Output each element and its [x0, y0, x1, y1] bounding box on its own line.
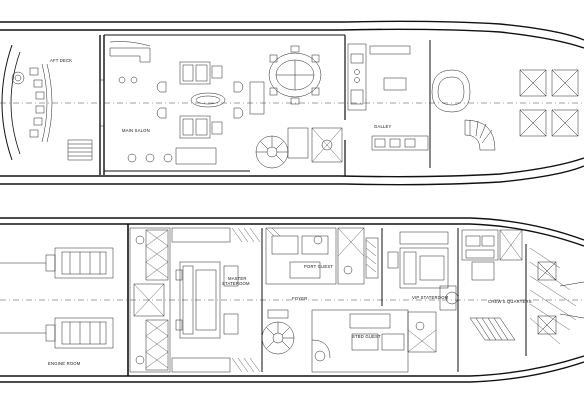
salon-chairs [156, 81, 244, 119]
vip-stateroom-label: VIP STATEROOM [412, 295, 449, 300]
foyer-label: FOYER [292, 296, 307, 301]
pilothouse-stair [464, 119, 496, 151]
galley-counters [347, 43, 429, 151]
dining-table [268, 45, 322, 105]
lower-deck-hull [0, 217, 584, 383]
port-guest-label: PORT GUEST [304, 264, 333, 269]
stbd-guest-room [311, 309, 409, 373]
main-deck-hull [0, 20, 584, 186]
crew-head [439, 285, 459, 311]
salon-side-tables [127, 147, 217, 165]
engine-room-label: ENGINE ROOM [48, 361, 81, 366]
foredeck-hatches [519, 69, 579, 137]
master-closets [171, 227, 261, 373]
master-bed [175, 261, 239, 339]
forepeak-hatching [529, 247, 584, 345]
crew-stair [469, 317, 516, 341]
life-ring-icon [11, 71, 25, 85]
galley-label: GALLEY [374, 124, 392, 129]
aft-deck-label: AFT DECK [50, 58, 72, 63]
salon-sofa-aft [109, 41, 151, 84]
master-heads [129, 227, 171, 373]
salon-sofa-port [179, 61, 223, 85]
port-guest-room [265, 227, 337, 285]
main-spiral-stair [255, 135, 289, 169]
vip-closets [365, 237, 379, 279]
stbd-engine [0, 317, 114, 349]
stbd-guest-label: STBD GUEST [352, 334, 381, 339]
port-engine [0, 247, 114, 279]
salon-sofa-stbd [179, 115, 223, 139]
port-guest-head [337, 227, 365, 285]
lower-deck-plan: ENGINE ROOM MASTER STATEROOM [0, 217, 584, 383]
stbd-guest-head [407, 311, 437, 353]
main-salon-label: MAIN SALON [122, 128, 150, 133]
helm-seat [431, 69, 471, 113]
vip-bed [387, 231, 449, 289]
aft-stair [67, 139, 93, 161]
aft-deck-seating [29, 63, 53, 143]
master-label-1: MASTER [228, 276, 247, 281]
master-label-2: STATEROOM [222, 281, 250, 286]
crews-quarters-label: CREW'S QUARTERS [488, 299, 532, 304]
crew-cabins [461, 229, 523, 281]
lower-spiral-stair [261, 321, 295, 355]
coffee-table [190, 92, 226, 108]
main-deck-plan: AFT DECK [0, 20, 584, 186]
day-head [311, 127, 343, 163]
